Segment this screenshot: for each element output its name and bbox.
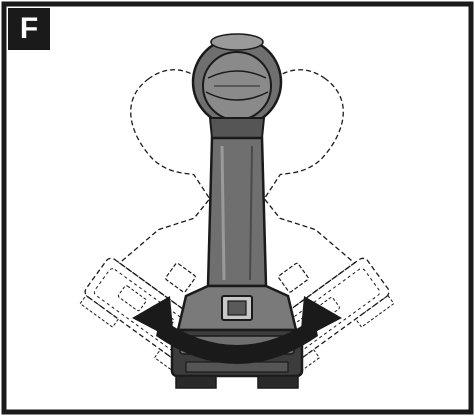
tool-upright [170,33,304,389]
rotation-arrow-icon [132,296,342,364]
figure-label: F [8,8,50,50]
